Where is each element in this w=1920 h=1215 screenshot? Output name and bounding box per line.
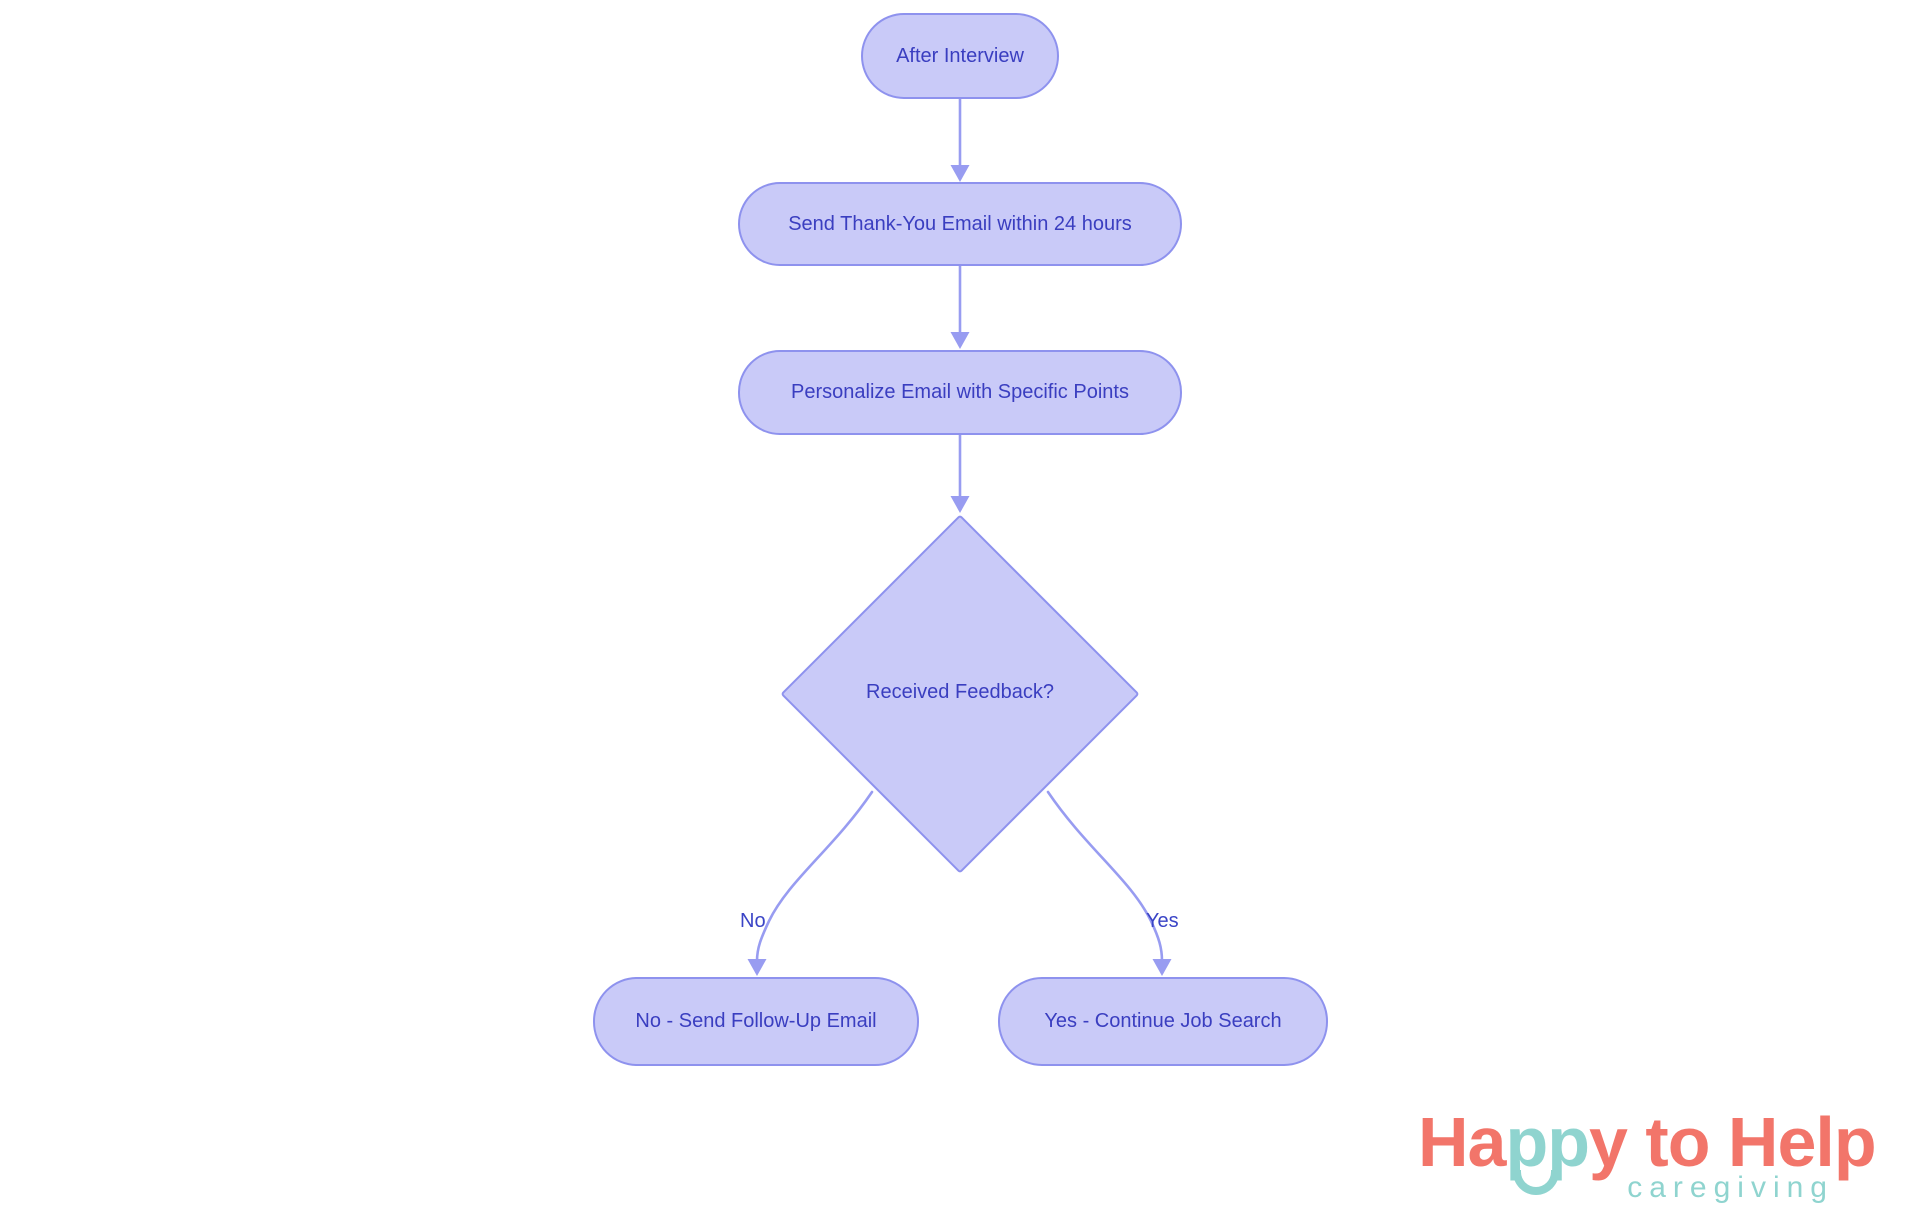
edge-decision-continue [1046, 790, 1164, 963]
node-received-feedback-label: Received Feedback? [866, 681, 1054, 703]
logo-text-y: y [1589, 1103, 1628, 1181]
edge-decision-followup [755, 790, 874, 963]
happy-to-help-logo: Happy to Help caregiving [1418, 1107, 1878, 1204]
logo-subtitle: caregiving [1627, 1171, 1834, 1204]
node-after-interview: After Interview [861, 13, 1059, 99]
arrowhead-followup [747, 959, 767, 976]
logo-text-ha: Ha [1418, 1103, 1506, 1181]
node-send-thank-you-email: Send Thank-You Email within 24 hours [738, 182, 1182, 266]
arrowhead-continue [1152, 959, 1172, 976]
smile-icon [1513, 1170, 1559, 1195]
arrowhead-personalize [950, 332, 970, 349]
logo-text-help: Help [1727, 1103, 1877, 1181]
edge-label-no: No [740, 910, 766, 932]
node-send-follow-up-email: No - Send Follow-Up Email [593, 977, 919, 1066]
edge-label-yes: Yes [1146, 910, 1179, 932]
node-continue-job-search: Yes - Continue Job Search [998, 977, 1328, 1066]
arrowhead-decision [950, 496, 970, 513]
logo-text-to: to [1626, 1103, 1728, 1181]
logo-wordmark: Happy to Help [1418, 1107, 1878, 1195]
arrowhead-send-email [950, 165, 970, 182]
node-personalize-email: Personalize Email with Specific Points [738, 350, 1182, 435]
logo-text-pp: pp [1505, 1103, 1590, 1181]
